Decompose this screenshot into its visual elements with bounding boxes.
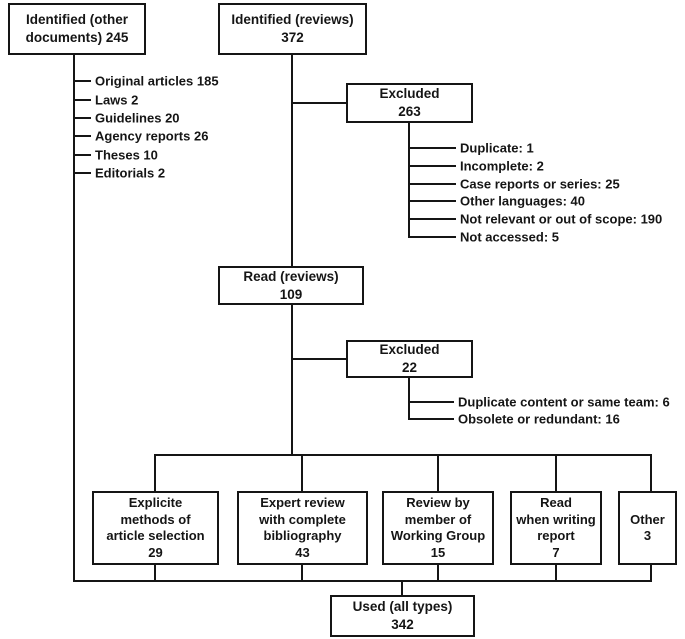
node-read-reviews: Read (reviews) 109: [218, 266, 364, 305]
connector-read-to-distributor-vertical: [291, 304, 293, 456]
connector-tick: [73, 99, 91, 101]
list-item-duplicate-content: Duplicate content or same team: 6: [458, 394, 670, 410]
connector-tick: [73, 80, 91, 82]
connector-to-excluded-second: [292, 358, 347, 360]
list-item-agency-reports: Agency reports 26: [95, 128, 209, 144]
connector-riser: [650, 563, 652, 581]
list-item-theses: Theses 10: [95, 147, 158, 163]
connector-tick: [408, 236, 456, 238]
node-review-by-member: Review by member of Working Group 15: [382, 491, 494, 565]
connector-drop: [301, 454, 303, 492]
list-item-editorials: Editorials 2: [95, 165, 166, 181]
connector-left-branch-vertical: [73, 54, 75, 582]
list-item-other-languages: Other languages: 40: [460, 193, 585, 209]
connector-to-used-vertical: [401, 580, 403, 596]
connector-distributor-horizontal: [154, 454, 652, 456]
connector-tick: [408, 418, 454, 420]
connector-riser: [555, 563, 557, 581]
connector-excluded-first-stem: [408, 122, 410, 238]
list-item-not-accessed: Not accessed: 5: [460, 229, 559, 245]
connector-tick: [408, 147, 456, 149]
connector-tick: [408, 218, 456, 220]
node-identified-reviews: Identified (reviews) 372: [218, 3, 367, 55]
connector-drop: [650, 454, 652, 492]
connector-riser: [154, 563, 156, 581]
node-other: Other 3: [618, 491, 677, 565]
connector-reviews-to-read-vertical: [291, 55, 293, 267]
node-read-when-writing: Read when writing report 7: [510, 491, 602, 565]
connector-drop: [154, 454, 156, 492]
node-expert-review: Expert review with complete bibliography…: [237, 491, 368, 565]
connector-tick: [408, 183, 456, 185]
connector-tick: [408, 401, 454, 403]
list-item-incomplete: Incomplete: 2: [460, 158, 544, 174]
list-item-obsolete: Obsolete or redundant: 16: [458, 411, 620, 427]
connector-collector-horizontal: [73, 580, 652, 582]
connector-drop: [555, 454, 557, 492]
list-item-laws: Laws 2: [95, 92, 139, 108]
connector-tick: [73, 172, 91, 174]
node-excluded-263: Excluded 263: [346, 83, 473, 123]
connector-riser: [301, 563, 303, 581]
list-item-case-reports: Case reports or series: 25: [460, 176, 620, 192]
connector-riser: [437, 563, 439, 581]
node-used-all-types: Used (all types) 342: [330, 595, 475, 637]
connector-drop: [437, 454, 439, 492]
list-item-guidelines: Guidelines 20: [95, 110, 180, 126]
connector-tick: [73, 154, 91, 156]
node-identified-other-documents: Identified (other documents) 245: [8, 3, 146, 55]
connector-tick: [408, 200, 456, 202]
node-explicite-methods: Explicite methods of article selection 2…: [92, 491, 219, 565]
connector-to-excluded-first: [292, 102, 347, 104]
connector-tick: [73, 135, 91, 137]
list-item-not-relevant: Not relevant or out of scope: 190: [460, 211, 663, 227]
list-item-original-articles: Original articles 185: [95, 73, 219, 89]
node-excluded-22: Excluded 22: [346, 340, 473, 378]
connector-excluded-second-stem: [408, 377, 410, 420]
connector-tick: [408, 165, 456, 167]
connector-tick: [73, 117, 91, 119]
list-item-duplicate: Duplicate: 1: [460, 140, 534, 156]
